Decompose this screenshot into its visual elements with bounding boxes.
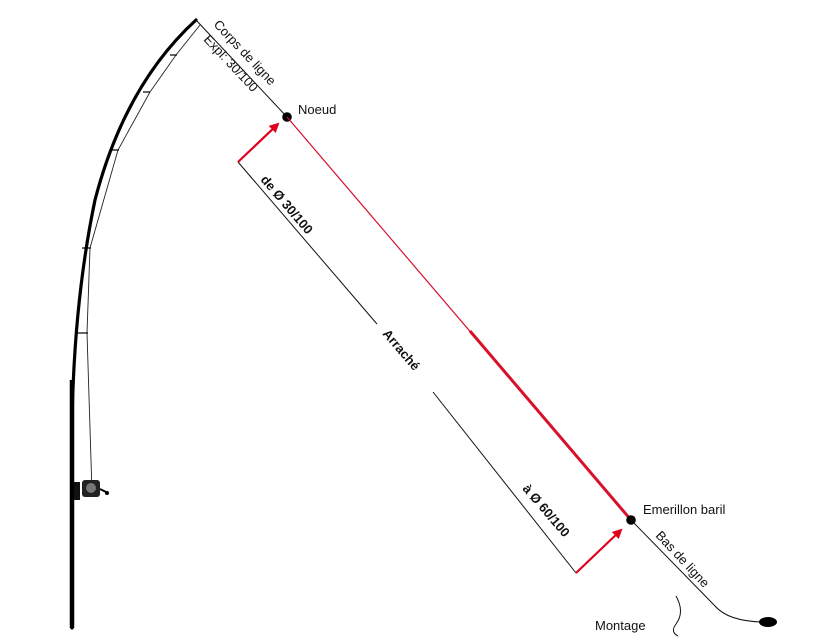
- dimension-arrow-end: [575, 528, 623, 574]
- swivel-label: Emerillon baril: [643, 502, 725, 517]
- hook-line: [630, 519, 763, 623]
- bait-icon: [759, 617, 777, 627]
- dimension-line-upper: [237, 161, 378, 325]
- knot-label: Noeud: [298, 102, 336, 117]
- leader-dimension: de Ø 30/100 Arraché à Ø 60/100: [237, 122, 623, 574]
- leader-name-label: Arraché: [380, 326, 423, 373]
- fishing-rod: [69, 18, 201, 630]
- rig-label: Montage: [595, 618, 646, 633]
- rod-line: [86, 24, 201, 493]
- rig-pointer: [672, 595, 681, 637]
- hook-line-label: Bas de ligne: [653, 528, 713, 591]
- shock-leader-thick: [468, 330, 633, 521]
- reel-icon: [74, 480, 109, 500]
- rod-guides: [75, 54, 177, 334]
- dimension-line-lower: [432, 391, 577, 574]
- leader-end-label: à Ø 60/100: [520, 481, 573, 540]
- main-line: [195, 19, 288, 118]
- rod-blank: [70, 18, 198, 630]
- leader-start-label: de Ø 30/100: [258, 172, 316, 237]
- dimension-arrow-start: [237, 122, 280, 163]
